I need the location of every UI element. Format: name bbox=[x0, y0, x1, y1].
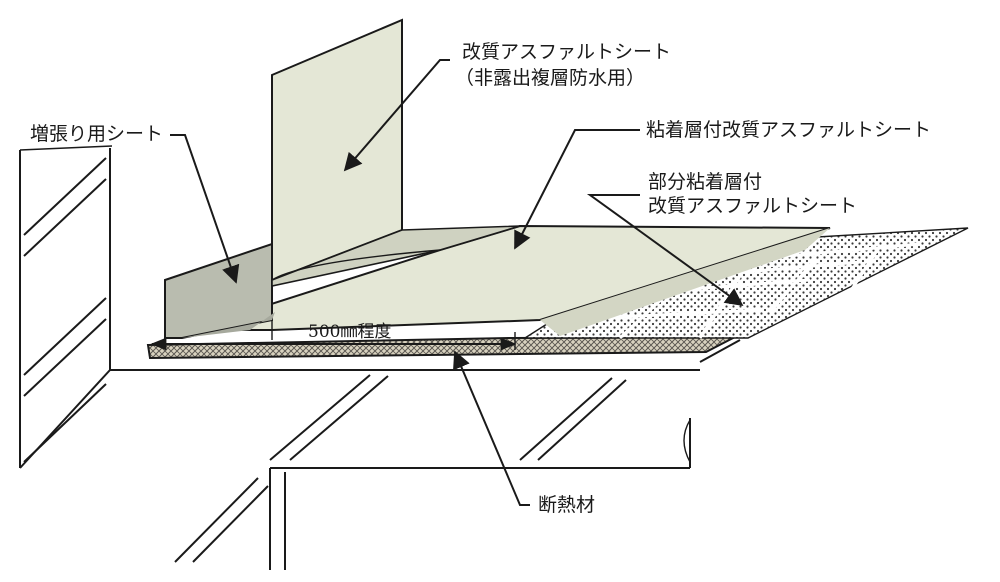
insulation-label: 断熱材 bbox=[538, 494, 595, 516]
partial-adhesive-label-line1: 部分粘着層付 bbox=[648, 171, 762, 193]
concrete-slab bbox=[19, 339, 741, 570]
adhesive-sheet-label: 粘着層付改質アスファルトシート bbox=[646, 119, 931, 141]
modified-sheet-label-line1: 改質アスファルトシート bbox=[462, 41, 671, 63]
parapet-wall bbox=[19, 145, 113, 468]
modified-sheet-label-line2: （非露出複層防水用） bbox=[455, 67, 645, 89]
insulation-board bbox=[146, 336, 736, 360]
leader-lines bbox=[170, 59, 744, 506]
upright-sheet bbox=[271, 18, 521, 287]
partial-adhesive-label-line2: 改質アスファルトシート bbox=[648, 195, 857, 217]
reinforcement-sheet bbox=[164, 242, 275, 339]
reinforcement-sheet-label: 増張り用シート bbox=[30, 123, 163, 145]
dimension-label: 500㎜程度 bbox=[308, 322, 391, 342]
dimension-line bbox=[150, 320, 517, 351]
